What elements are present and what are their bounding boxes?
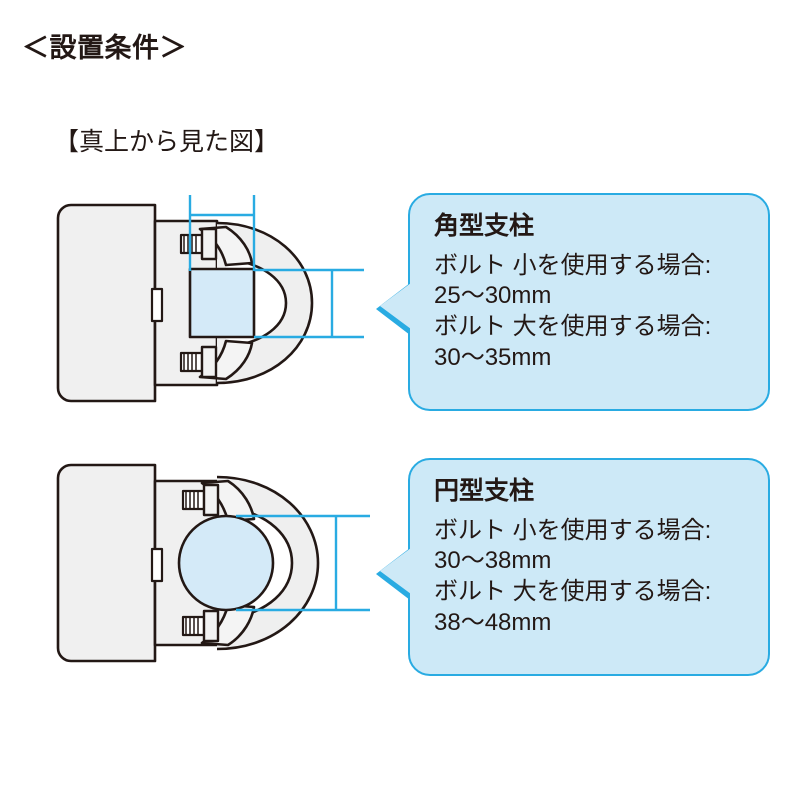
callout-line-large-bolt-range: 30〜35mm	[434, 343, 552, 371]
bolt-lower	[179, 345, 218, 379]
square-post-cross-section	[188, 267, 256, 339]
body-notch	[150, 287, 164, 323]
callout-title-round: 円型支柱	[434, 477, 535, 505]
bolt-upper	[179, 227, 218, 261]
callout-line-large-bolt-label: ボルト 大を使用する場合:	[434, 312, 712, 340]
callout-tail-fill-square	[380, 283, 411, 329]
bolt-upper	[181, 483, 220, 517]
device-arm	[153, 219, 219, 387]
callout-tail-fill-round	[380, 548, 411, 594]
callout-line-small-bolt-label: ボルト 小を使用する場合:	[434, 251, 712, 279]
callout-line-small-bolt-range: 25〜30mm	[434, 282, 552, 310]
diagram-square-post	[40, 185, 380, 435]
callout-title-square: 角型支柱	[434, 212, 535, 240]
callout-round-post: 円型支柱 ボルト 小を使用する場合: 30〜38mm ボルト 大を使用する場合:…	[376, 458, 770, 676]
callout-square-post: 角型支柱 ボルト 小を使用する場合: 25〜30mm ボルト 大を使用する場合:…	[376, 193, 770, 411]
callout-line-small-bolt-label: ボルト 小を使用する場合:	[434, 516, 712, 544]
dimension-lines	[236, 514, 370, 612]
device-body	[56, 203, 157, 403]
callout-line-small-bolt-range: 30〜38mm	[434, 547, 552, 575]
device-body	[56, 463, 157, 663]
bolt-lower	[181, 609, 220, 643]
round-post-cross-section	[177, 514, 275, 612]
page-title: ＜設置条件＞	[22, 33, 187, 63]
diagram-round-post	[40, 445, 380, 695]
callout-line-large-bolt-range: 38〜48mm	[434, 608, 552, 636]
section-subtitle-top-view: 【真上から見た図】	[54, 128, 280, 156]
body-notch	[150, 547, 164, 583]
callout-line-large-bolt-label: ボルト 大を使用する場合:	[434, 577, 712, 605]
dimension-lines	[188, 195, 364, 339]
